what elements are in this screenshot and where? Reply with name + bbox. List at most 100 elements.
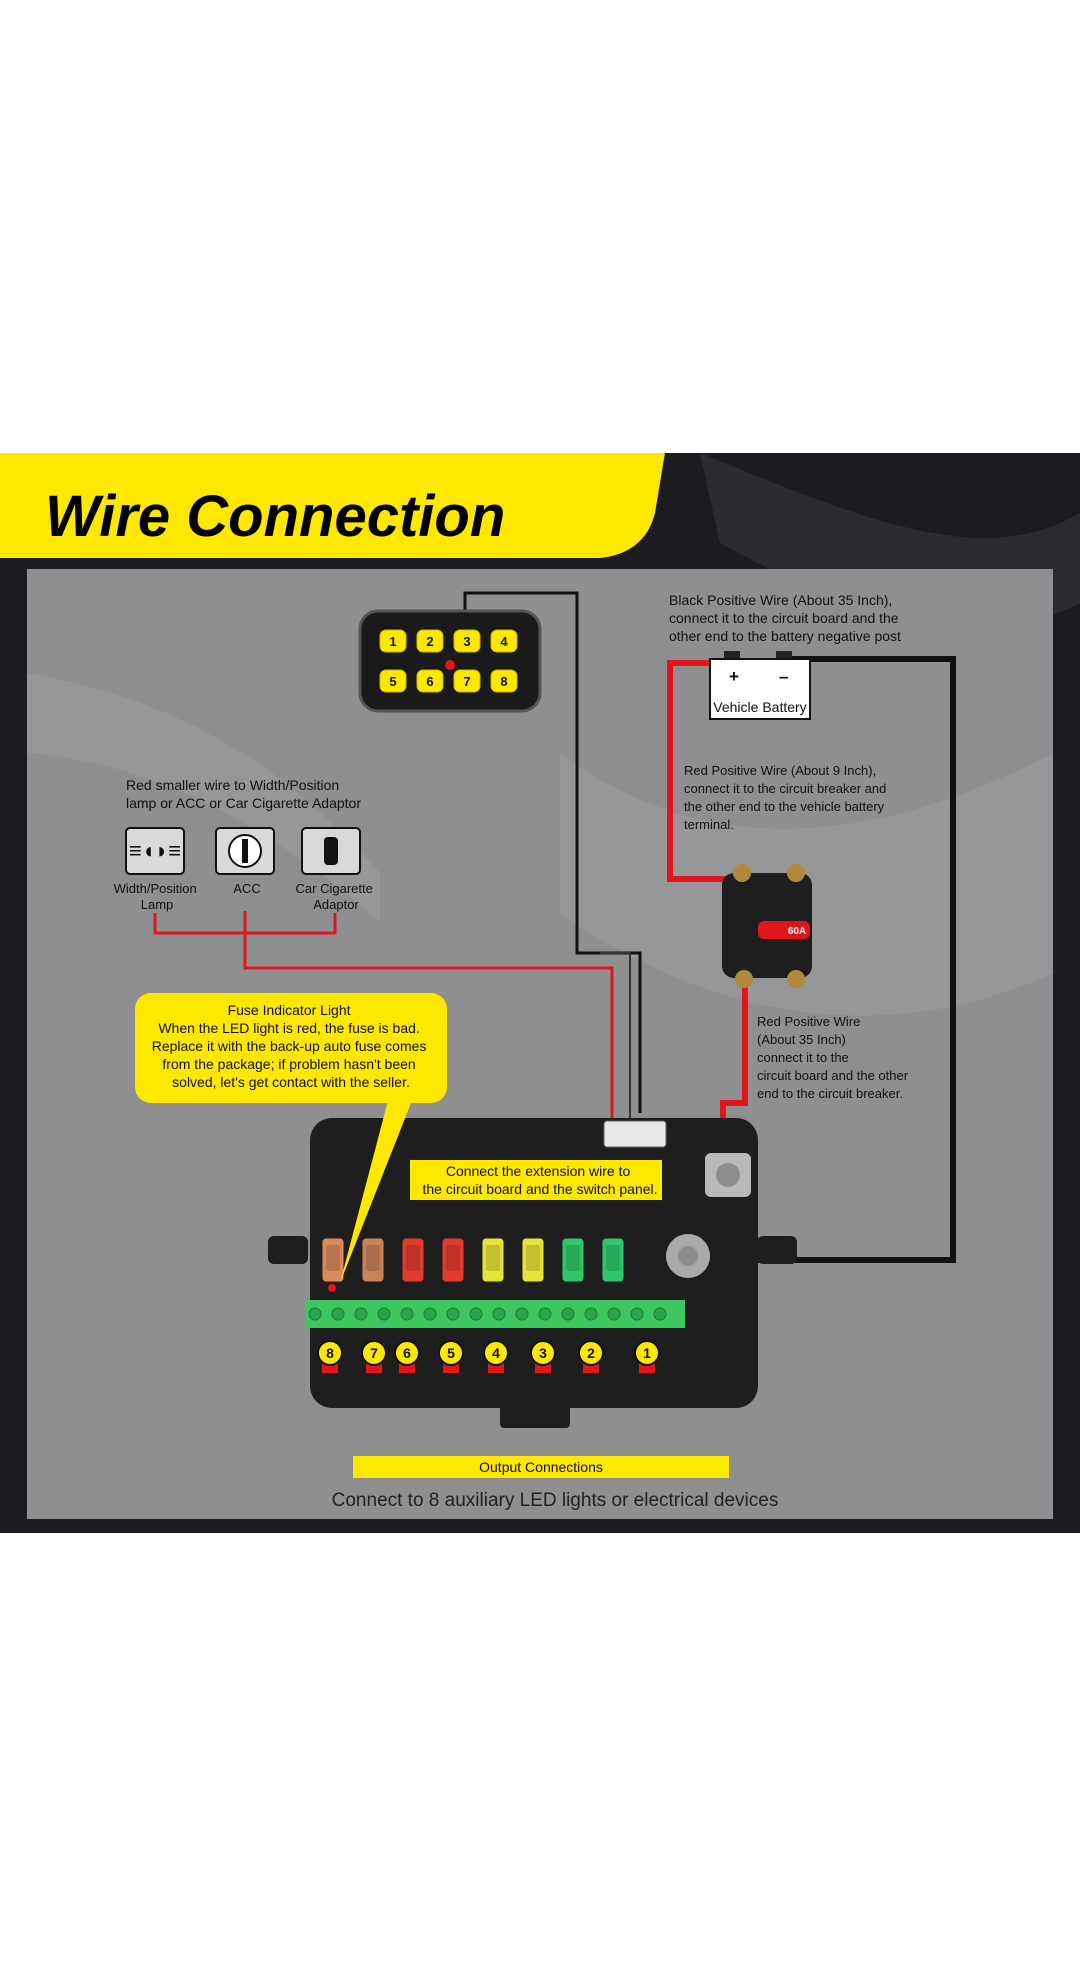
width-position-lamp-label: Width/Position Lamp xyxy=(114,881,201,912)
terminal-screw xyxy=(492,1307,506,1321)
cigarette-adaptor-label: Car Cigarette Adaptor xyxy=(296,881,377,912)
output-number: 2 xyxy=(587,1345,595,1361)
switch-button-label: 4 xyxy=(500,634,508,649)
fuse xyxy=(521,1237,545,1283)
output-number-badge xyxy=(578,1340,604,1366)
terminal-screw xyxy=(515,1307,529,1321)
footer-caption: Connect to 8 auxiliary LED lights or ele… xyxy=(332,1490,779,1511)
width-position-lamp-label-line: Lamp xyxy=(141,897,174,912)
fuse-indicator-line: from the package; if problem hasn't been xyxy=(162,1056,415,1072)
breaker-terminal-bottom-right xyxy=(787,970,805,988)
output-number: 4 xyxy=(492,1345,500,1361)
terminal-screw xyxy=(653,1307,667,1321)
switch-button-8 xyxy=(490,669,518,693)
battery-terminal-positive xyxy=(724,651,740,661)
black-wire-note: Black Positive Wire (About 35 Inch), con… xyxy=(669,592,902,644)
switch-button-label: 5 xyxy=(389,674,396,689)
fuse-indicator-led xyxy=(328,1284,336,1292)
fuse-window xyxy=(366,1245,380,1271)
fuse xyxy=(361,1237,385,1283)
terminal-screw xyxy=(308,1307,322,1321)
extension-text: Connect the extension wire to the circui… xyxy=(422,1163,657,1197)
extension-note-line: the circuit board and the switch panel. xyxy=(422,1181,657,1197)
fuse-indicator-title: Fuse Indicator Light xyxy=(228,1002,351,1018)
terminal-screw xyxy=(607,1307,621,1321)
acc-key-slot xyxy=(242,839,248,863)
terminal-screw xyxy=(354,1307,368,1321)
fuse xyxy=(441,1237,465,1283)
fuse-window xyxy=(446,1245,460,1271)
fuse xyxy=(401,1237,425,1283)
fuse xyxy=(481,1237,505,1283)
fuse-indicator-text: Fuse Indicator Light When the LED light … xyxy=(152,1002,431,1090)
switch-button-5 xyxy=(379,669,407,693)
width-position-lamp-label-line: Width/Position xyxy=(114,881,197,896)
acc-note-line: Red smaller wire to Width/Position xyxy=(126,777,339,793)
positive-terminal-nut xyxy=(716,1163,740,1187)
acc-note-line: lamp or ACC or Car Cigarette Adaptor xyxy=(126,795,361,811)
fuse-box-mount-right xyxy=(757,1236,797,1264)
acc-wire-note: Red smaller wire to Width/Position lamp … xyxy=(126,777,361,811)
battery-plus: + xyxy=(729,667,739,686)
cigarette-adaptor-label-line: Car Cigarette xyxy=(296,881,373,896)
fuse xyxy=(321,1237,345,1283)
fuse-window xyxy=(406,1245,420,1271)
vehicle-battery: + – Vehicle Battery xyxy=(709,651,811,720)
red-long-note-line: connect it to the xyxy=(757,1050,849,1065)
terminal-screw xyxy=(630,1307,644,1321)
fuse-indicator-callout xyxy=(135,993,447,1103)
terminal-screw xyxy=(584,1307,598,1321)
red-wire-acc xyxy=(243,911,614,1120)
output-number-badge xyxy=(483,1340,509,1366)
fuse-window xyxy=(566,1245,580,1271)
red-short-note-line: connect it to the circuit breaker and xyxy=(684,781,886,796)
width-position-lamp-option: ≡◖◗≡ Width/Position Lamp xyxy=(114,827,201,912)
fuse-indicator-pointer xyxy=(340,1093,415,1283)
acc-label: ACC xyxy=(233,881,260,896)
width-position-lamp-icon xyxy=(125,827,185,875)
header-banner xyxy=(0,453,665,558)
red-long-note-line: end to the circuit breaker. xyxy=(757,1086,903,1101)
output-number-badge xyxy=(438,1340,464,1366)
black-wire-to-switch-panel xyxy=(463,591,642,1113)
output-number-badge xyxy=(317,1340,343,1366)
cigarette-adaptor-option: Car Cigarette Adaptor xyxy=(296,827,377,912)
switch-button-1 xyxy=(379,629,407,653)
extension-callout xyxy=(410,1160,662,1200)
panel-swirl-2 xyxy=(27,673,380,923)
output-number: 6 xyxy=(403,1345,411,1361)
red-long-note-line: (About 35 Inch) xyxy=(757,1032,846,1047)
extension-wire xyxy=(600,952,631,1118)
breaker-terminal-top xyxy=(733,864,751,882)
output-number: 7 xyxy=(370,1345,378,1361)
fuse xyxy=(561,1237,585,1283)
output-connections-bar xyxy=(353,1456,729,1478)
black-wire-note-line: Black Positive Wire (About 35 Inch), xyxy=(669,592,892,608)
switch-button-label: 1 xyxy=(389,634,396,649)
circuit-breaker: 60A xyxy=(722,864,812,988)
red-short-note-line: the other end to the vehicle battery xyxy=(684,799,885,814)
battery-minus: – xyxy=(779,667,788,686)
breaker-terminal-bottom xyxy=(735,970,753,988)
extension-connector xyxy=(603,1120,667,1148)
page-title: Wire Connection xyxy=(45,484,505,549)
battery-terminal-negative xyxy=(776,651,792,661)
black-wire-note-line: connect it to the circuit board and the xyxy=(669,610,899,626)
acc-option: ACC xyxy=(215,827,275,896)
red-long-note-line: circuit board and the other xyxy=(757,1068,909,1083)
output-number-badge xyxy=(394,1340,420,1366)
output-number: 5 xyxy=(447,1345,455,1361)
black-wire-note-line: other end to the battery negative post xyxy=(669,628,901,644)
fuse-indicator-line: Replace it with the back-up auto fuse co… xyxy=(152,1038,427,1054)
fuse-indicator-line: solved, let's get contact with the selle… xyxy=(172,1074,410,1090)
output-number: 3 xyxy=(539,1345,547,1361)
negative-terminal-nut xyxy=(678,1246,698,1266)
switch-button-label: 2 xyxy=(426,634,433,649)
terminal-screw xyxy=(400,1307,414,1321)
fuse-window xyxy=(326,1245,340,1271)
fuse xyxy=(601,1237,625,1283)
terminal-screw xyxy=(469,1307,483,1321)
fuse-window xyxy=(486,1245,500,1271)
output-number-badge xyxy=(634,1340,660,1366)
